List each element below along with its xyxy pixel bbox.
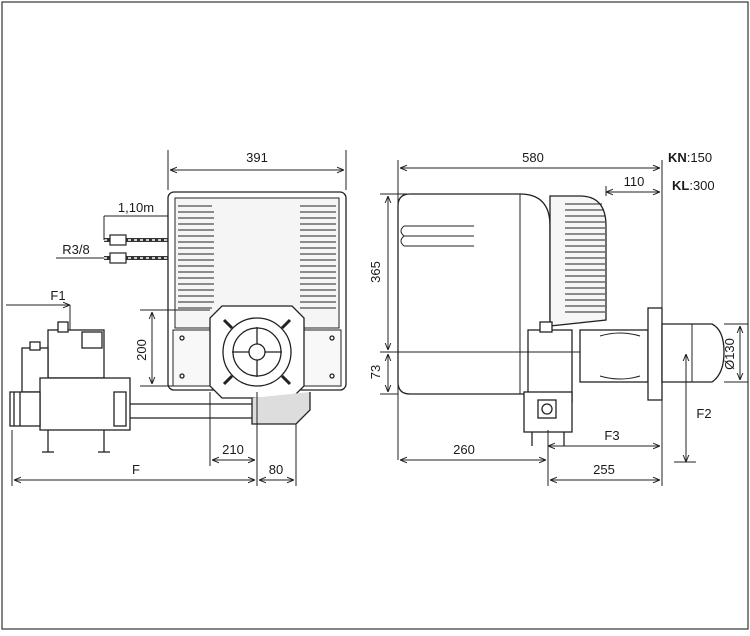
hose-fitting-top xyxy=(109,234,127,246)
valve-inlet xyxy=(9,391,41,427)
dim-width-391: 391 xyxy=(246,150,268,165)
dim-diameter-130: Ø130 xyxy=(722,338,737,370)
fan-cover xyxy=(549,195,607,327)
side-housing xyxy=(397,193,551,395)
dim-f1: F1 xyxy=(50,288,65,303)
blast-tube-opening xyxy=(222,317,292,387)
dim-height-73: 73 xyxy=(368,365,383,379)
mounting-flange xyxy=(209,305,305,399)
dim-thread: R3/8 xyxy=(62,242,89,257)
dim-f2: F2 xyxy=(696,406,711,421)
dim-offset-210: 210 xyxy=(222,442,244,457)
gas-valve-train xyxy=(9,321,131,453)
side-flange xyxy=(647,307,663,401)
side-view xyxy=(397,193,725,446)
hose-fitting-bottom xyxy=(109,252,127,264)
combustion-head xyxy=(661,323,725,383)
dim-height-365: 365 xyxy=(368,261,383,283)
dim-depth-255: 255 xyxy=(593,462,615,477)
dim-length-580: 580 xyxy=(522,150,544,165)
dim-f3: F3 xyxy=(604,428,619,443)
oil-hoses xyxy=(104,234,168,264)
dim-depth-260: 260 xyxy=(453,442,475,457)
dim-height-200: 200 xyxy=(134,339,149,361)
left-vent-grille xyxy=(178,205,214,309)
kl-value: :300 xyxy=(689,178,714,193)
kl-key: KL xyxy=(672,178,689,193)
blast-tube xyxy=(579,329,649,383)
side-gas-train xyxy=(527,329,573,403)
kn-value: :150 xyxy=(687,150,712,165)
kn-label: KN:150 xyxy=(668,150,712,165)
front-view-dimensions xyxy=(6,150,347,486)
dim-f: F xyxy=(132,462,140,477)
dim-tube-110: 110 xyxy=(624,174,645,189)
dim-hose-length: 1,10m xyxy=(118,200,154,215)
dim-offset-80: 80 xyxy=(269,462,283,477)
front-view xyxy=(124,191,347,425)
kn-key: KN xyxy=(668,150,687,165)
right-vent-grille xyxy=(300,205,336,309)
side-view-dimensions xyxy=(380,160,748,486)
kl-label: KL:300 xyxy=(672,178,715,193)
